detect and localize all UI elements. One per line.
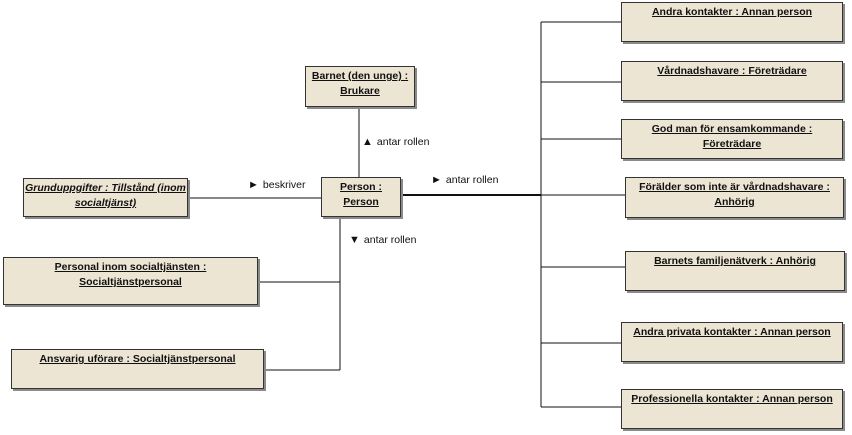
label-antar-up: ▲antar rollen (362, 136, 429, 148)
label-antar-down: ▼antar rollen (349, 234, 416, 246)
arrow-right-icon: ► (431, 174, 442, 186)
label-antar-up-text: antar rollen (376, 136, 430, 148)
box-person[interactable]: Person : Person (321, 177, 401, 217)
label-antar-right-text: antar rollen (445, 174, 499, 186)
box-grund[interactable]: Grunduppgifter : Tillstånd (inom socialt… (23, 178, 188, 217)
box-foralder[interactable]: Förälder som inte är vårdnadshavare : An… (625, 177, 844, 218)
box-personal[interactable]: Personal inom socialtjänsten : Socialtjä… (3, 257, 258, 305)
box-professionella[interactable]: Professionella kontakter : Annan person (621, 389, 843, 429)
box-barnet[interactable]: Barnet (den unge) : Brukare (305, 66, 415, 107)
label-antar-right: ►antar rollen (431, 174, 498, 186)
box-andra-kontakter[interactable]: Andra kontakter : Annan person (621, 2, 843, 42)
label-antar-down-text: antar rollen (363, 234, 417, 246)
arrow-down-icon: ▼ (349, 234, 360, 246)
arrow-right-icon: ► (248, 179, 259, 191)
arrow-up-icon: ▲ (362, 136, 373, 148)
label-beskriver-text: beskriver (262, 179, 306, 191)
box-privata[interactable]: Andra privata kontakter : Annan person (621, 322, 843, 362)
box-god-man[interactable]: God man för ensamkommande : Företrädare (621, 119, 843, 159)
label-beskriver: ►beskriver (248, 179, 306, 191)
box-vardnadshavare[interactable]: Vårdnadshavare : Företrädare (621, 61, 843, 101)
box-ansvarig[interactable]: Ansvarig uförare : Socialtjänstpersonal (11, 349, 264, 389)
box-familjenatverk[interactable]: Barnets familjenätverk : Anhörig (625, 251, 845, 291)
